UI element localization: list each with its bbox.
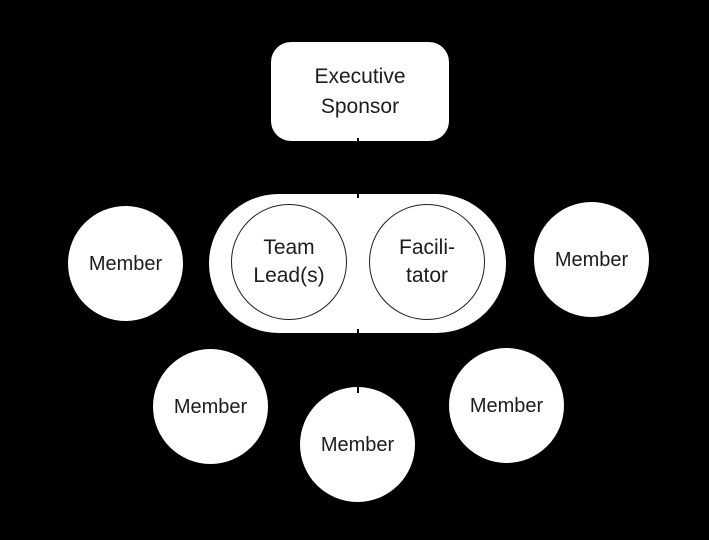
executive-sponsor-label: Executive Sponsor [314,64,406,118]
facilitator-circle: Facili- tator [369,204,485,320]
member-label: Member [469,394,544,417]
member-label: Member [320,433,395,456]
member-label: Member [173,395,248,418]
member-label: Member [88,252,163,275]
facilitator-label: Facili- tator [399,235,455,287]
member-label: Member [554,248,629,271]
member-circle-bottom-center: Member [300,387,415,502]
connector-sponsor-to-leads [357,138,359,198]
member-circle-right: Member [534,202,649,317]
executive-sponsor-node: Executive Sponsor [271,42,449,141]
team-lead-label: Team Lead(s) [253,235,325,287]
member-circle-left: Member [68,206,183,321]
member-circle-bottom-right: Member [449,348,564,463]
member-circle-bottom-left: Member [153,349,268,464]
connector-leads-to-member [357,329,359,393]
team-lead-circle: Team Lead(s) [231,204,347,320]
